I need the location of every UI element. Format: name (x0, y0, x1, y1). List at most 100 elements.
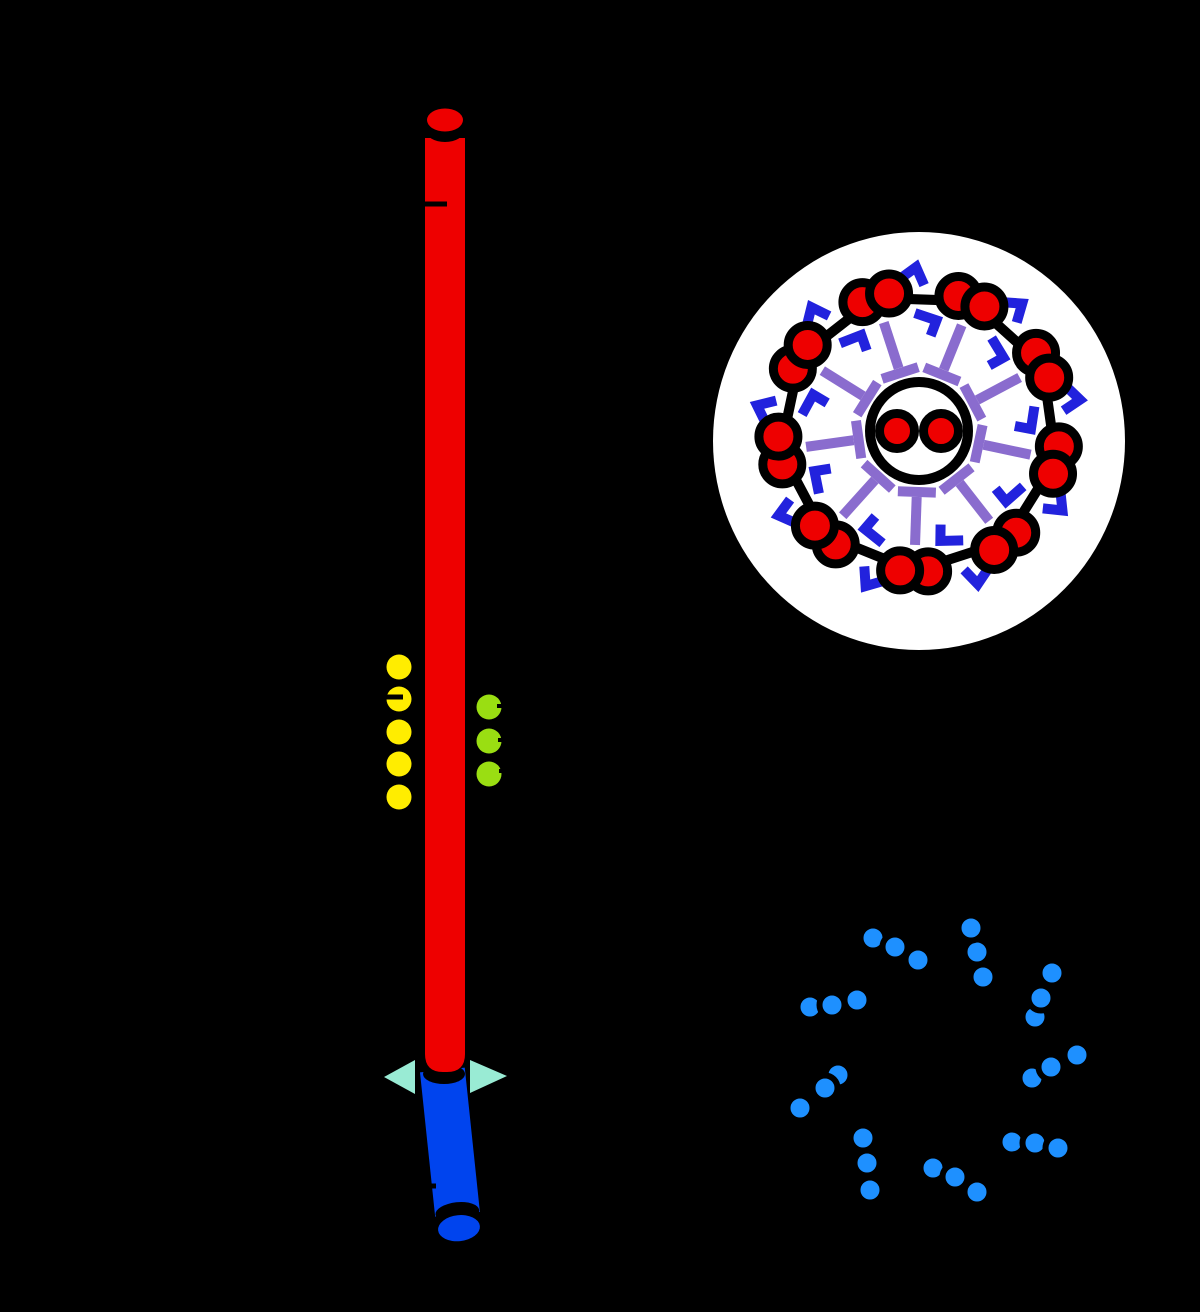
basal-body-triplet-ring (784, 912, 1093, 1208)
triplet-dot (879, 931, 911, 963)
microtubule-circle (970, 525, 1019, 574)
green-particle-dot (476, 728, 502, 754)
transition-arrow-left (384, 1060, 415, 1094)
dynein-arm-inner (857, 513, 886, 548)
radial-spoke (910, 496, 922, 546)
basal-body-triplet (784, 1059, 854, 1124)
radial-spoke-head (938, 463, 975, 495)
radial-spoke (879, 321, 904, 370)
basal-shaft-foot-cap (438, 1215, 480, 1242)
shaft-top-cap (427, 108, 463, 132)
microtubule-circle (790, 501, 839, 550)
nexin-link-ring (775, 292, 1062, 577)
doublet-microtubule (790, 501, 860, 569)
triplet-dot (854, 1174, 886, 1206)
doublet-microtubule (970, 508, 1041, 574)
basal-body-triplet (996, 1126, 1074, 1164)
yellow-particle-dot (386, 751, 412, 777)
basal-body-triplet (917, 1152, 993, 1208)
central-pair (865, 377, 973, 485)
microtubule-circle (754, 412, 803, 461)
radial-spoke-head (922, 362, 962, 387)
radial-spoke (805, 435, 855, 452)
triplet-dot (902, 944, 934, 976)
radial-spoke-head (969, 424, 988, 464)
doublet-microtubule (768, 320, 832, 393)
radial-spoke-head (850, 419, 867, 460)
doublet-microtubule (838, 269, 914, 327)
dynein-arm-inner (913, 308, 944, 338)
yellow-particle-dot (386, 654, 412, 680)
microtubule-circle (876, 546, 925, 595)
green-particle-dot (476, 761, 502, 787)
basal-body-triplet (794, 984, 873, 1023)
basal-body-triplet (847, 1122, 886, 1206)
radial-spoke (939, 323, 967, 372)
yellow-particle-dot (386, 784, 412, 810)
radial-spoke-head (959, 383, 987, 422)
triplet-dot (1061, 1039, 1093, 1071)
microtubule-circle (960, 282, 1009, 331)
triplet-dot (1042, 1132, 1074, 1164)
microtubule-circle (1025, 353, 1074, 402)
triplet-dot (851, 1147, 883, 1179)
microtubule-circle (865, 269, 914, 318)
radial-spoke (839, 476, 879, 520)
doublet-microtubule (754, 412, 807, 489)
microtubule-circle (783, 320, 832, 369)
dynein-arm-inner (797, 387, 830, 417)
doublet-microtubule (876, 546, 953, 596)
doublet-microtubule (1012, 328, 1074, 402)
basal-body-triplet (1016, 1039, 1093, 1094)
transition-arrows (384, 1060, 507, 1094)
basal-shaft-body (419, 1067, 480, 1217)
triplet-dot (967, 961, 999, 993)
radial-spoke-head (860, 459, 896, 493)
yellow-particle-dot (386, 719, 412, 745)
triplet-dot (784, 1092, 816, 1124)
triplet-dot (816, 989, 848, 1021)
radial-spoke (982, 439, 1032, 460)
triplet-dot (847, 1122, 879, 1154)
shaft-body (425, 138, 465, 1072)
triplet-dot (939, 1161, 971, 1193)
basal-body-triplet (857, 922, 934, 976)
radial-spoke (974, 373, 1023, 405)
green-particles (476, 694, 502, 787)
flagellum-shaft (423, 108, 465, 1084)
radial-spoke-head (897, 486, 937, 498)
triplet-dot (955, 912, 987, 944)
doublet-microtubule (934, 271, 1009, 331)
basal-body-triplet (955, 912, 999, 993)
transition-arrow-right (470, 1060, 507, 1093)
dynein-arm-inner (1013, 405, 1040, 435)
radial-spoke (955, 479, 994, 524)
central-sheath-ring (865, 377, 973, 485)
triplet-dot (1035, 1051, 1067, 1083)
doublet-microtubule (1029, 422, 1083, 498)
microtubule-circle (1029, 449, 1078, 498)
central-microtubule (875, 409, 919, 453)
triplet-dot (961, 1176, 993, 1208)
dynein-arm-inner (838, 328, 872, 353)
triplet-dot (841, 984, 873, 1016)
dynein-arm-inner (991, 482, 1027, 509)
triplet-dot (1036, 957, 1068, 989)
dynein-arm-inner (986, 335, 1011, 370)
radial-spoke-head (880, 362, 920, 384)
dynein-arm-inner (935, 524, 964, 547)
radial-spokes (805, 321, 1032, 546)
basal-body-shaft (419, 1067, 480, 1242)
dynein-arm-inner (808, 463, 832, 495)
label-pointer-ticks (340, 201, 517, 1189)
outer-doublets (754, 269, 1083, 596)
triplet-dot (809, 1072, 841, 1104)
central-microtubule (919, 409, 963, 453)
axoneme-cross-section (713, 232, 1125, 650)
radial-spoke-head (852, 379, 882, 418)
radial-spoke (819, 366, 866, 401)
basal-body-triplet (1019, 957, 1068, 1033)
